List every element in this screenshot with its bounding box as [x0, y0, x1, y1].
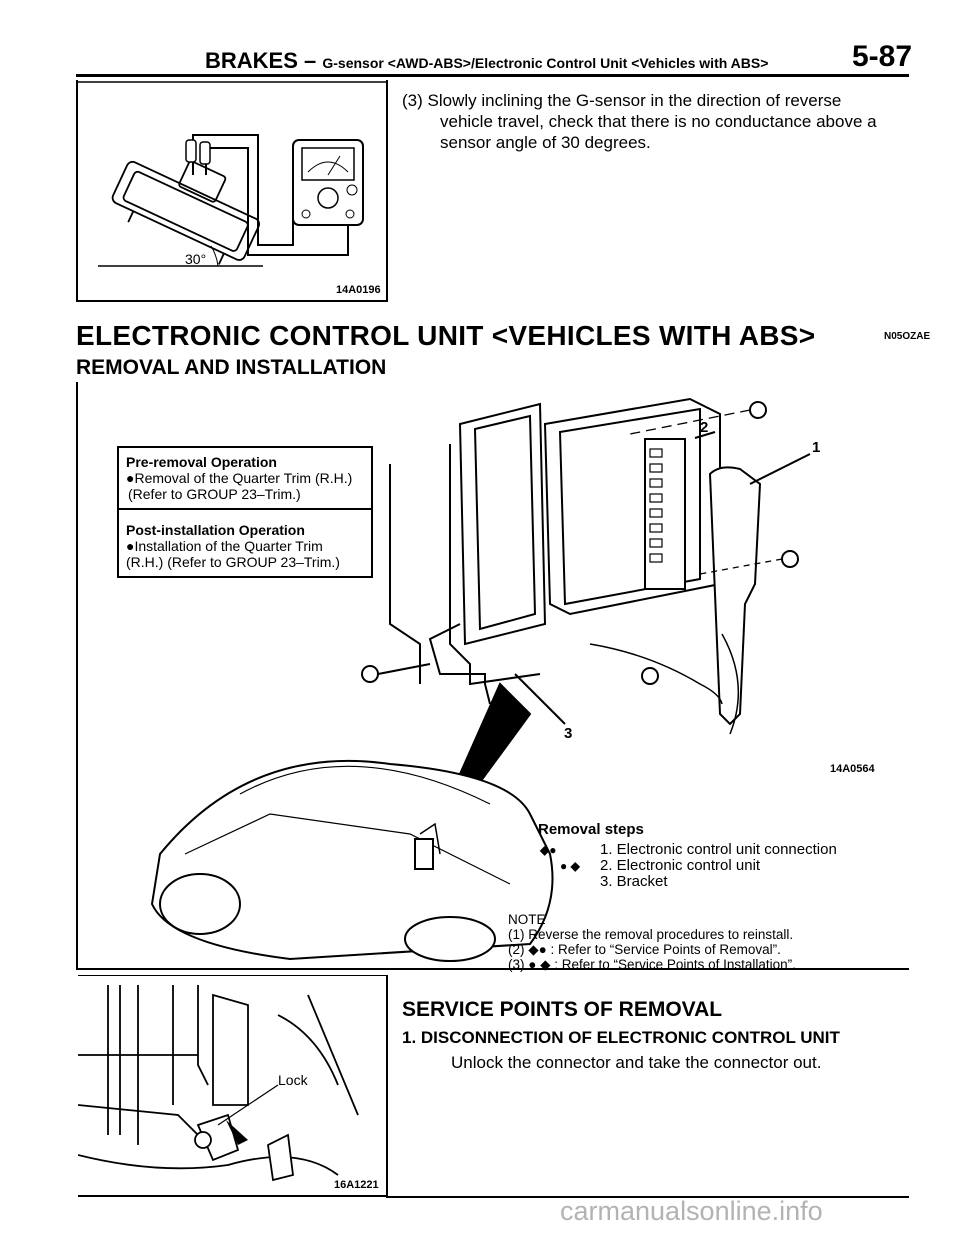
callout-1: 1 — [812, 439, 820, 456]
figure-code: 14A0196 — [336, 284, 381, 296]
pre-removal-section: Pre-removal Operation ●Removal of the Qu… — [119, 448, 371, 508]
step-mark — [538, 874, 600, 890]
note-block: NOTE (1) Reverse the removal procedures … — [508, 912, 796, 972]
post-installation-line-1: ●Installation of the Quarter Trim — [126, 538, 323, 554]
step-line-2: vehicle travel, check that there is no c… — [440, 112, 877, 131]
step-mark: ◆● — [540, 843, 557, 857]
figure-frame-left — [76, 382, 78, 970]
callout-2: 2 — [700, 419, 708, 436]
service-points-title: SERVICE POINTS OF REMOVAL — [402, 998, 723, 1021]
service-item-text: Unlock the connector and take the connec… — [451, 1053, 822, 1072]
removal-steps-list: ◆●1. Electronic control unit connection … — [538, 842, 837, 890]
angle-label: 30° — [185, 251, 206, 267]
removal-steps-title: Removal steps — [538, 821, 644, 838]
lock-figure-frame-top — [78, 975, 386, 976]
watermark-text: carmanualsonline.info — [560, 1196, 823, 1226]
gsensor-figure: 30° 14A0196 — [76, 80, 388, 302]
operation-box: Pre-removal Operation ●Removal of the Qu… — [117, 446, 373, 578]
header-rule — [76, 74, 909, 77]
step-line-3: sensor angle of 30 degrees. — [440, 133, 651, 152]
exploded-view-drawing: 2 1 3 14A0564 — [150, 397, 876, 962]
exploded-view-figure: 2 1 3 14A0564 — [90, 384, 910, 966]
service-item-title: 1. DISCONNECTION OF ELECTRONIC CONTROL U… — [402, 1028, 840, 1047]
note-title: NOTE — [508, 912, 546, 927]
lock-figure: Lock 16A1221 — [77, 975, 388, 1197]
callout-3: 3 — [564, 725, 572, 742]
footer-rule — [386, 1196, 909, 1198]
removal-step: ● ◆ 2. Electronic control unit — [538, 858, 837, 874]
page-number: 5-87 — [852, 40, 913, 73]
removal-step: ◆● 1. Electronic control unit connection — [538, 842, 837, 858]
step-line-1: Slowly inclining the G-sensor in the dir… — [427, 91, 842, 110]
pre-removal-line-2: (Refer to GROUP 23–Trim.) — [128, 486, 301, 502]
lock-figure-code: 16A1221 — [334, 1179, 379, 1191]
step-3-paragraph: (3) Slowly inclining the G-sensor in the… — [402, 90, 912, 153]
note-line-3: (3) ● ◆ : Refer to “Service Points of In… — [508, 957, 796, 972]
pre-removal-title: Pre-removal Operation — [126, 454, 277, 470]
assembly-figure-code: 14A0564 — [830, 763, 876, 775]
post-installation-line-2: (R.H.) (Refer to GROUP 23–Trim.) — [126, 554, 340, 570]
lock-drawing: Lock 16A1221 — [77, 985, 379, 1191]
step-mark: ● ◆ — [560, 859, 580, 873]
post-installation-title: Post-installation Operation — [126, 522, 305, 538]
step-text: 1. Electronic control unit connection — [600, 841, 837, 858]
page-header-title: BRAKES – G-sensor <AWD-ABS>/Electronic C… — [205, 48, 769, 73]
note-line-1: (1) Reverse the removal procedures to re… — [508, 927, 794, 942]
step-number: (3) — [402, 91, 423, 110]
header-subtitle: G-sensor <AWD-ABS>/Electronic Control Un… — [322, 55, 769, 71]
section-title: ELECTRONIC CONTROL UNIT <VEHICLES WITH A… — [76, 320, 816, 351]
step-text: 2. Electronic control unit — [600, 857, 761, 874]
gsensor-drawing: 30° 14A0196 — [78, 81, 386, 296]
pre-removal-line-1: ●Removal of the Quarter Trim (R.H.) — [126, 470, 353, 486]
step-text: 3. Bracket — [600, 873, 668, 890]
removal-step: 3. Bracket — [538, 874, 837, 890]
post-installation-section: Post-installation Operation ●Installatio… — [119, 508, 371, 576]
section-subtitle: REMOVAL AND INSTALLATION — [76, 356, 387, 379]
note-line-2: (2) ◆● : Refer to “Service Points of Rem… — [508, 942, 781, 957]
lock-label: Lock — [278, 1072, 309, 1088]
figure-frame-bottom — [76, 968, 909, 970]
section-code: N05OZAE — [884, 331, 931, 342]
